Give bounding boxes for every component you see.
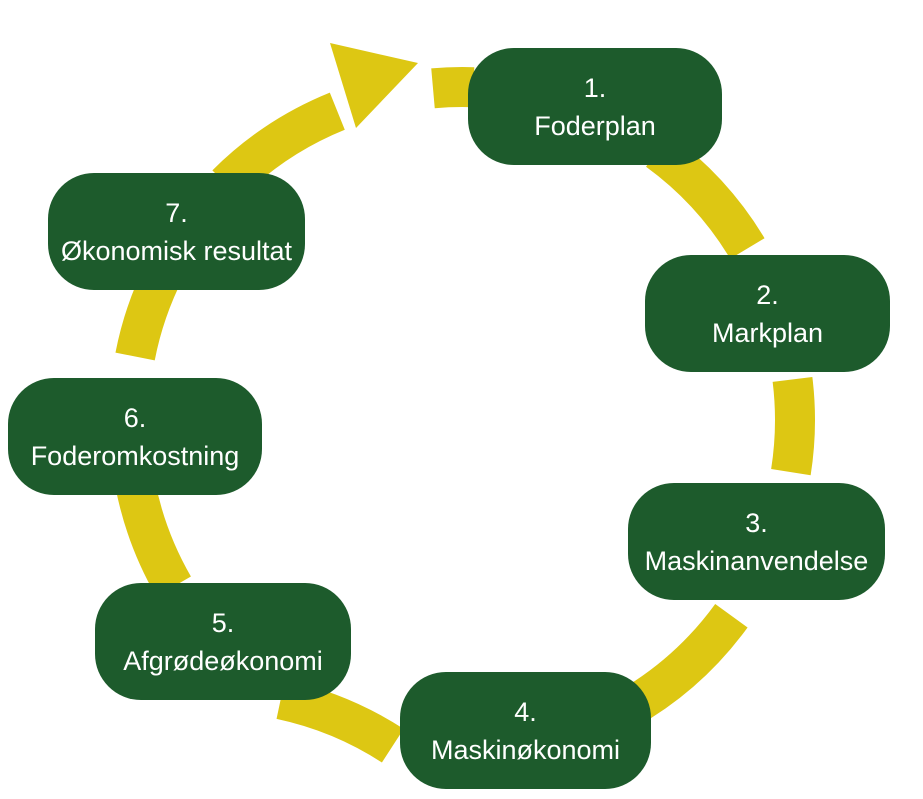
cycle-arrow-icon: [330, 43, 418, 128]
cycle-step-5: 5. Afgrødeøkonomi: [95, 583, 351, 700]
cycle-step-1: 1. Foderplan: [468, 48, 722, 165]
step-number: 5.: [211, 607, 235, 638]
arc-segment-5-6: [115, 479, 192, 597]
step-label: Maskinøkonomi: [430, 734, 621, 765]
cycle-step-2: 2. Markplan: [645, 255, 890, 372]
step-label: Økonomisk resultat: [60, 235, 293, 266]
cycle-step-6: 6. Foderomkostning: [8, 378, 262, 495]
arc-segment-4-5: [276, 679, 404, 763]
step-number: 6.: [123, 402, 147, 433]
arc-segment-1-2: [645, 134, 765, 260]
step-number: 7.: [165, 197, 188, 228]
cycle-step-4: 4. Maskinøkonomi: [400, 672, 651, 789]
step-label: Foderplan: [534, 110, 656, 141]
step-label: Afgrødeøkonomi: [123, 645, 323, 676]
step-number: 2.: [756, 279, 779, 310]
step-label: Foderomkostning: [30, 440, 240, 471]
step-number: 3.: [745, 507, 768, 538]
arc-segment-2-3: [771, 376, 815, 476]
step-label: Markplan: [711, 317, 824, 348]
step-number: 1.: [583, 72, 607, 103]
step-number: 4.: [514, 696, 537, 727]
step-label: Maskinanvendelse: [644, 545, 869, 576]
cycle-step-7: 7. Økonomisk resultat: [48, 173, 305, 290]
cycle-step-3: 3. Maskinanvendelse: [628, 483, 885, 600]
